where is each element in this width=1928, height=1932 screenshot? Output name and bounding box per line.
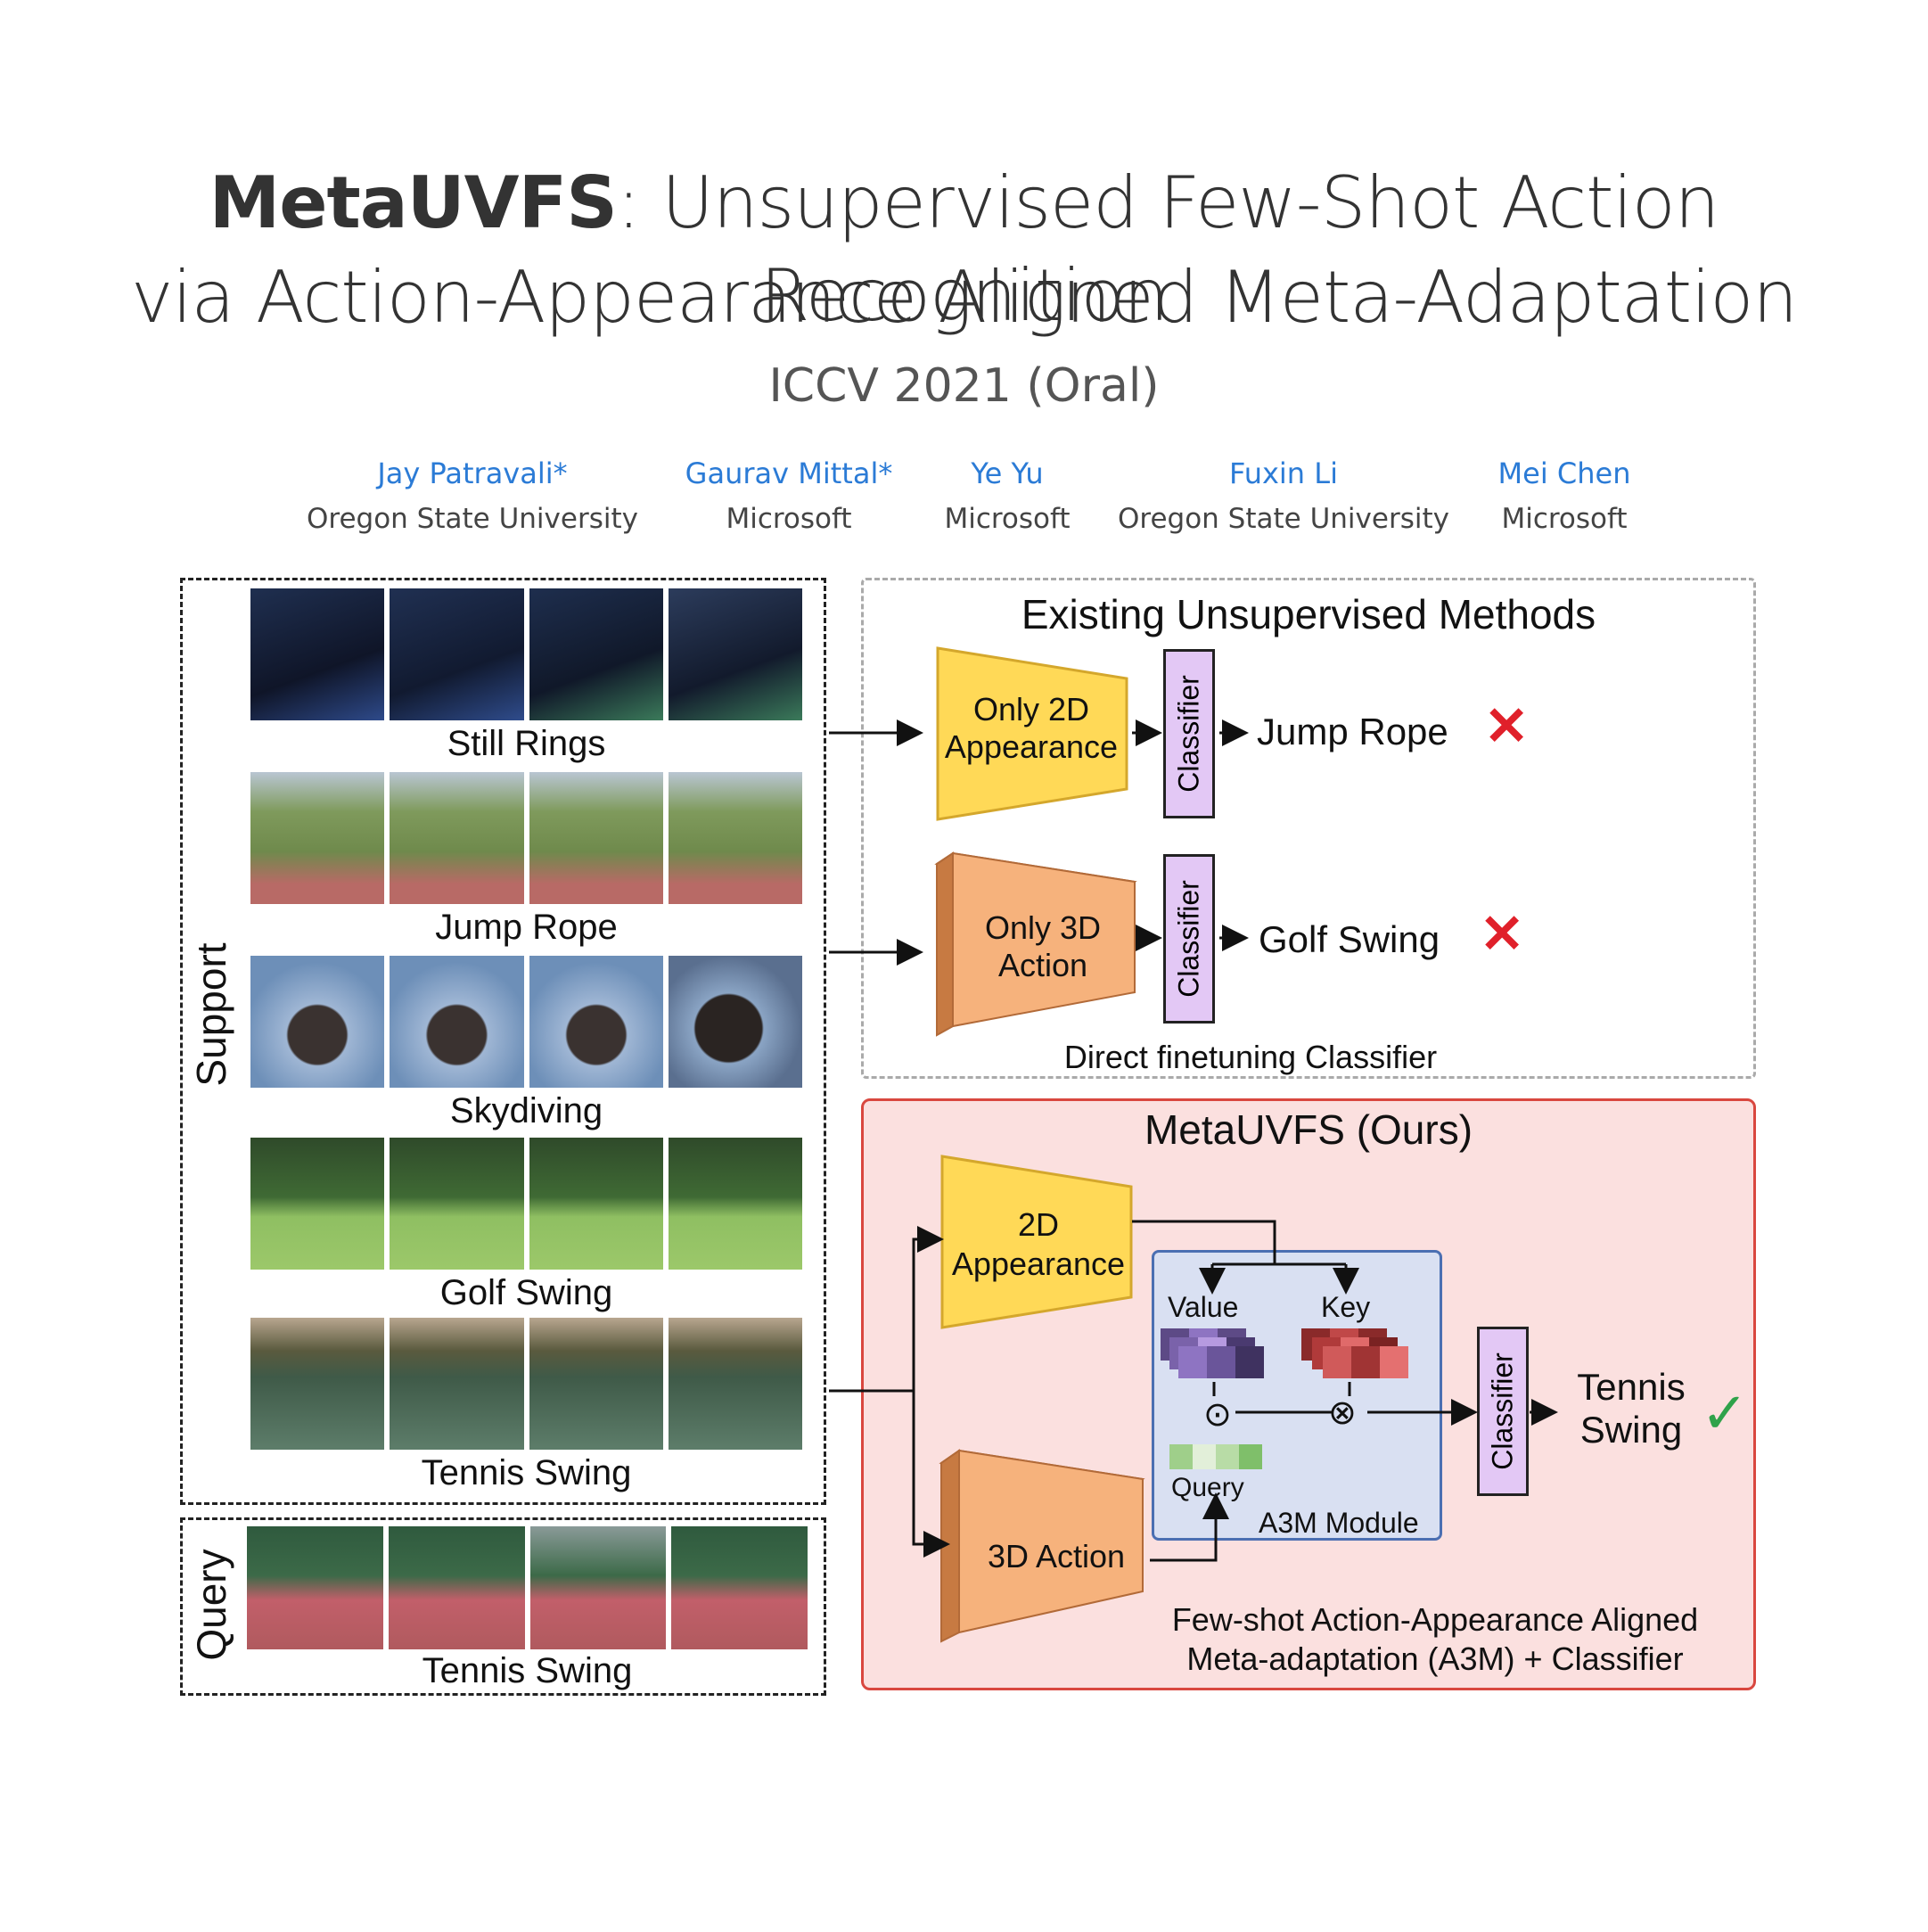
author-2: Gaurav Mittal* Microsoft (677, 456, 900, 535)
appearance-2d-block (936, 646, 1128, 821)
hadamard-op-icon: ⊙ (1203, 1396, 1232, 1434)
author-name[interactable]: Gaurav Mittal* (685, 456, 893, 490)
support-row-2: Jump Rope (248, 772, 805, 948)
query-label: Query (188, 1549, 234, 1661)
action-3d-label: Only 3D Action (984, 909, 1102, 983)
query-feature-stack (1169, 1444, 1262, 1469)
video-frame (390, 588, 524, 720)
existing-methods-title: Existing Unsupervised Methods (1021, 591, 1596, 637)
author-4: Fuxin Li Oregon State University (1105, 456, 1462, 535)
video-frame (529, 588, 663, 720)
ours-classifier-block: Classifier (1477, 1327, 1529, 1496)
video-frame (390, 1318, 524, 1450)
paper-title-bold: MetaUVFS (209, 161, 618, 244)
video-frame (529, 772, 663, 904)
video-frame (250, 1318, 385, 1450)
support-row-4: Golf Swing (248, 1138, 805, 1313)
video-frame (247, 1526, 383, 1649)
author-affiliation: Oregon State University (1118, 503, 1449, 535)
prediction-label: Golf Swing (1259, 918, 1440, 960)
query-feature-label: Query (1171, 1473, 1244, 1502)
ours-appearance-2d-label: 2D Appearance (951, 1206, 1126, 1282)
value-feature-stack (1161, 1328, 1264, 1378)
video-frame (250, 1138, 385, 1270)
a3m-module (1152, 1250, 1442, 1541)
video-frame (529, 1318, 663, 1450)
matmul-op-icon: ⊗ (1328, 1394, 1357, 1432)
video-frame (668, 956, 802, 1088)
author-name[interactable]: Jay Patravali* (377, 456, 568, 490)
paper-title-line2: via Action-Appearance Aligned Meta-Adapt… (130, 256, 1798, 339)
ours-footer-line1: Few-shot Action-Appearance Aligned (1171, 1601, 1699, 1638)
appearance-2d-label: Only 2D Appearance (944, 691, 1119, 765)
a3m-module-label: A3M Module (1259, 1507, 1419, 1539)
video-frame (390, 772, 524, 904)
author-name[interactable]: Ye Yu (971, 456, 1044, 490)
author-5: Mei Chen Microsoft (1480, 456, 1649, 535)
video-frame (250, 772, 385, 904)
existing-footer: Direct finetuning Classifier (1063, 1039, 1438, 1075)
video-frame (668, 772, 802, 904)
key-label: Key (1321, 1291, 1371, 1323)
ours-action-3d-block (939, 1449, 1145, 1643)
metauvfs-title: MetaUVFS (Ours) (1144, 1106, 1473, 1153)
support-panel (180, 578, 826, 1505)
author-1: Jay Patravali* Oregon State University (294, 456, 651, 535)
video-frame (671, 1526, 808, 1649)
support-caption: Still Rings (447, 724, 606, 763)
author-affiliation: Microsoft (1501, 503, 1628, 535)
ours-footer-line2: Meta-adaptation (A3M) + Classifier (1186, 1640, 1684, 1677)
ours-appearance-2d-block (940, 1155, 1133, 1329)
classifier-label: Classifier (1172, 675, 1205, 793)
support-row-5: Tennis Swing (248, 1318, 805, 1493)
video-frame (668, 1138, 802, 1270)
author-affiliation: Microsoft (726, 503, 852, 535)
correct-mark-icon: ✓ (1701, 1381, 1749, 1445)
video-frame (668, 588, 802, 720)
ours-footer: Few-shot Action-Appearance Aligned Meta-… (1132, 1600, 1738, 1679)
video-frame (390, 956, 524, 1088)
video-frame (668, 1318, 802, 1450)
existing-methods-panel (861, 578, 1756, 1079)
video-frame (529, 1138, 663, 1270)
query-panel (180, 1517, 826, 1696)
support-row-3: Skydiving (248, 956, 805, 1131)
prediction-label: Jump Rope (1257, 711, 1448, 752)
classifier-block: Classifier (1163, 649, 1215, 818)
paper-title-rest: : Unsupervised Few-Shot Action Recogniti… (616, 161, 1720, 337)
author-name[interactable]: Fuxin Li (1229, 456, 1338, 490)
support-label: Support (188, 942, 234, 1087)
query-caption: Tennis Swing (422, 1651, 633, 1690)
action-3d-block (934, 851, 1137, 1037)
support-caption: Tennis Swing (421, 1453, 632, 1492)
paper-title-line1: MetaUVFS: Unsupervised Few-Shot Action R… (0, 157, 1928, 342)
video-frame (250, 956, 385, 1088)
video-frame (388, 1526, 525, 1649)
key-feature-stack (1301, 1328, 1408, 1378)
wrong-mark-icon: ✕ (1484, 696, 1530, 756)
classifier-block: Classifier (1163, 854, 1215, 1024)
value-label: Value (1168, 1291, 1239, 1323)
video-frame (529, 1526, 667, 1649)
support-row-1: Still Rings (248, 588, 805, 764)
classifier-label: Classifier (1172, 880, 1205, 998)
author-3: Ye Yu Microsoft (927, 456, 1087, 535)
wrong-mark-icon: ✕ (1480, 904, 1525, 964)
video-frame (250, 588, 385, 720)
feature-stacks (1161, 1328, 1408, 1469)
video-frame (390, 1138, 524, 1270)
ours-action-3d-label: 3D Action (987, 1538, 1126, 1574)
venue: ICCV 2021 (Oral) (768, 359, 1160, 413)
support-caption: Golf Swing (439, 1273, 613, 1312)
author-affiliation: Microsoft (944, 503, 1071, 535)
support-caption: Skydiving (449, 1091, 603, 1130)
author-affiliation: Oregon State University (307, 503, 638, 535)
support-caption: Jump Rope (435, 908, 618, 947)
query-row: Tennis Swing (244, 1526, 810, 1691)
classifier-label: Classifier (1486, 1352, 1519, 1470)
ours-prediction-label: Tennis Swing (1577, 1366, 1686, 1451)
video-frame (529, 956, 663, 1088)
author-name[interactable]: Mei Chen (1497, 456, 1631, 490)
